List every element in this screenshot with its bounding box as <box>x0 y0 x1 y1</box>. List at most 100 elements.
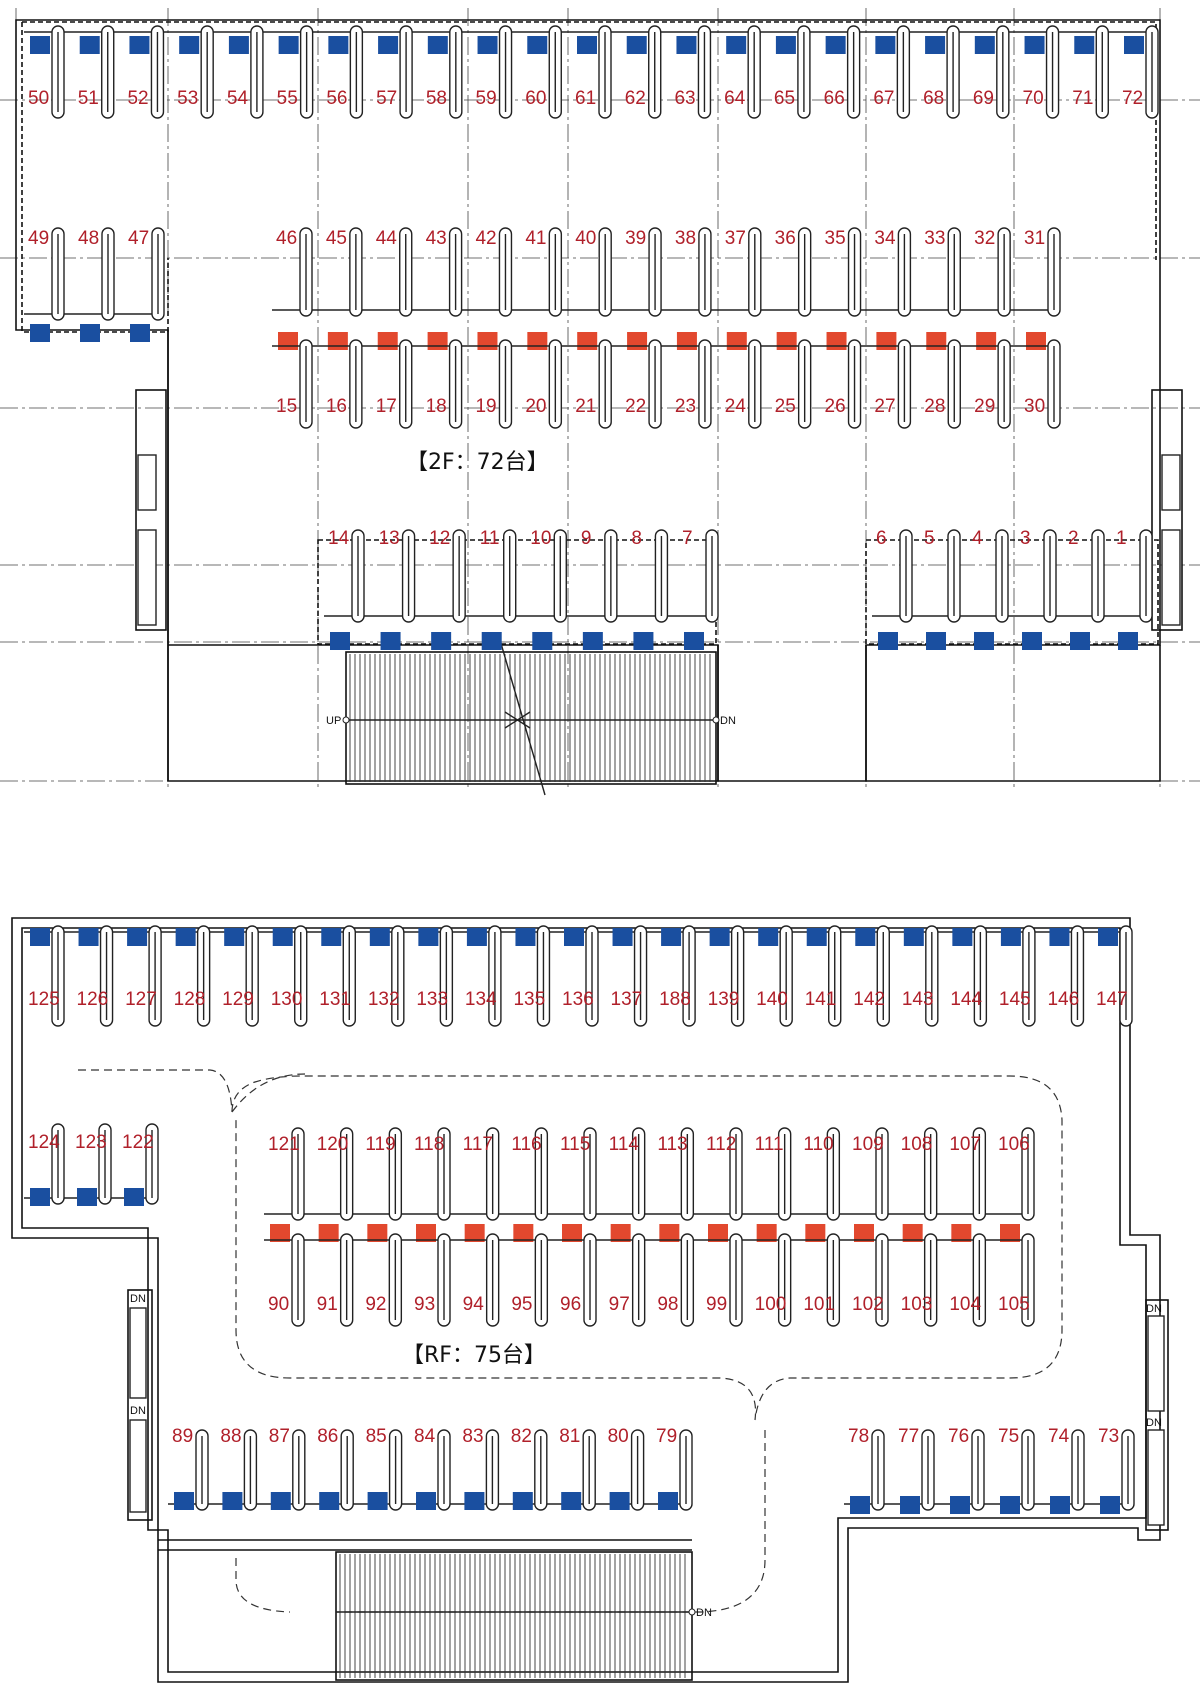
slot-number: 70 <box>1023 88 1044 109</box>
bike-slot: 80 <box>608 1426 645 1511</box>
bike-slot: 83 <box>462 1426 500 1511</box>
bike-slot: 188 <box>659 925 696 1027</box>
bike-slot: 73 <box>1098 1426 1135 1514</box>
slot-marker <box>464 1492 485 1510</box>
slot-number: 75 <box>998 1426 1019 1447</box>
slot-number: 18 <box>426 396 447 417</box>
slot-number: 24 <box>725 396 747 417</box>
slot-marker <box>926 332 947 350</box>
slot-marker <box>224 928 245 946</box>
bike-slot: 134 <box>465 925 502 1027</box>
slot-number: 26 <box>825 396 846 417</box>
bike-slot: 47 <box>128 227 165 342</box>
bike-slot: 16 <box>326 339 363 429</box>
bike-slot: 127 <box>125 925 162 1027</box>
slot-number: 20 <box>525 396 546 417</box>
floor-title-2f: 【2F：72台】 <box>406 450 549 475</box>
slot-number: 82 <box>511 1426 532 1447</box>
slot-number: 27 <box>874 396 895 417</box>
slot-marker <box>127 928 148 946</box>
bike-slot: 122 <box>122 1123 159 1206</box>
slot-number: 140 <box>756 989 788 1010</box>
slot-marker <box>278 332 298 350</box>
slot-marker <box>272 928 293 946</box>
slot-marker <box>513 1224 534 1242</box>
bike-slot: 48 <box>78 227 115 342</box>
slot-marker <box>658 1492 678 1510</box>
slot-number: 76 <box>948 1426 969 1447</box>
bike-slot: 69 <box>973 25 1010 119</box>
stair-label-rf-left-mid: DN <box>130 1405 146 1417</box>
slot-marker <box>952 928 973 946</box>
bike-slot: 93 <box>414 1233 451 1327</box>
bike-slot: 5 <box>924 528 961 650</box>
slot-number: 113 <box>657 1134 687 1155</box>
slot-number: 108 <box>901 1134 933 1155</box>
bike-slot: 125 <box>28 925 65 1027</box>
slot-number: 59 <box>476 88 497 109</box>
slot-marker <box>79 36 100 54</box>
slot-number: 87 <box>269 1426 290 1447</box>
bike-slot: 9 <box>581 528 618 650</box>
slot-number: 129 <box>222 989 254 1010</box>
slot-number: 43 <box>426 228 447 249</box>
slot-number: 92 <box>365 1294 386 1315</box>
slot-marker <box>416 1224 436 1242</box>
bike-slot: 19 <box>475 339 513 429</box>
bike-slot: 14 <box>328 528 365 650</box>
slot-number: 1 <box>1116 528 1127 549</box>
slot-marker <box>577 36 597 54</box>
slot-number: 62 <box>625 88 646 109</box>
stair-ramp-2f: UP DN <box>326 639 736 796</box>
slot-number: 147 <box>1096 989 1128 1010</box>
slot-marker <box>222 1492 243 1510</box>
slot-marker <box>756 1224 777 1242</box>
slot-marker <box>318 1224 339 1242</box>
slot-marker <box>709 928 730 946</box>
bike-slot: 45 <box>326 227 363 350</box>
bike-slot: 121 <box>268 1127 305 1242</box>
slot-marker <box>875 36 896 54</box>
bike-slot: 67 <box>873 25 911 119</box>
enclosure-2f-bottom-right <box>865 539 1159 645</box>
bike-slot: 140 <box>756 925 793 1027</box>
slot-number: 37 <box>725 228 746 249</box>
bike-slot: 42 <box>475 227 513 350</box>
outer-wall-rf <box>11 917 1161 1683</box>
slot-number: 146 <box>1047 989 1079 1010</box>
slot-number: 33 <box>924 228 945 249</box>
slot-number: 112 <box>706 1134 736 1155</box>
slot-marker <box>850 1496 870 1514</box>
slot-number: 12 <box>429 528 450 549</box>
slot-number: 89 <box>172 1426 193 1447</box>
bike-slot: 102 <box>852 1233 889 1327</box>
bike-slot: 123 <box>75 1123 112 1206</box>
slot-marker <box>477 332 498 350</box>
slot-number: 106 <box>998 1134 1030 1155</box>
bike-slot: 78 <box>848 1426 885 1514</box>
slot-marker <box>527 36 548 54</box>
bike-slot: 88 <box>220 1426 258 1511</box>
bike-slot: 95 <box>511 1233 549 1327</box>
bike-slot: 96 <box>560 1233 597 1327</box>
slot-marker <box>633 632 654 650</box>
slot-marker <box>380 632 401 650</box>
enclosure-2f-top <box>22 21 1157 260</box>
bike-slot: 40 <box>575 227 612 350</box>
bike-slot: 43 <box>426 227 463 350</box>
bike-slot: 82 <box>511 1426 548 1511</box>
bike-slot: 71 <box>1072 25 1109 119</box>
slot-number: 99 <box>706 1294 727 1315</box>
enclosure-2f-left <box>21 22 169 333</box>
bike-slot: 72 <box>1122 25 1159 119</box>
slot-number: 30 <box>1024 396 1045 417</box>
bike-slot: 29 <box>974 339 1011 429</box>
slot-marker <box>328 36 349 54</box>
slot-marker <box>1100 1496 1120 1514</box>
bike-slot: 26 <box>825 339 862 429</box>
bike-slot: 63 <box>674 25 712 119</box>
